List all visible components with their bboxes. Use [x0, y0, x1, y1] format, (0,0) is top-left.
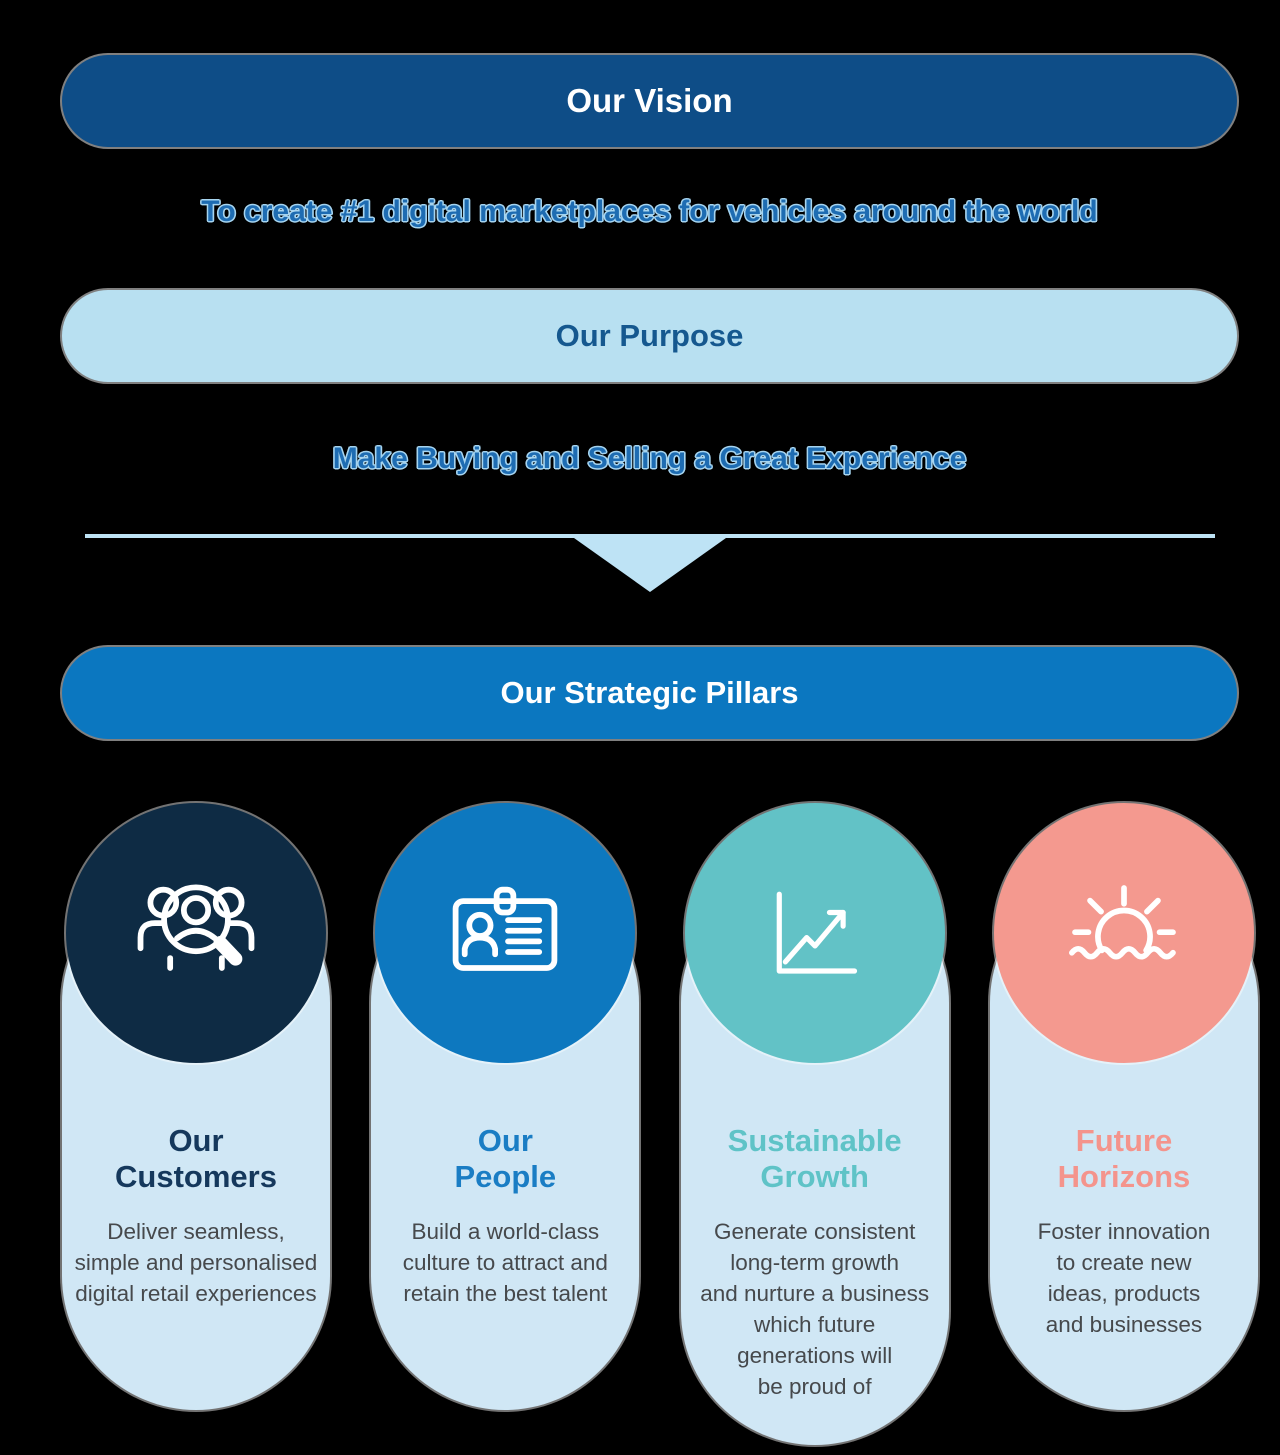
customers-search-icon	[137, 884, 255, 971]
pillar-card-our-people: Our People Build a world-class culture t…	[371, 803, 640, 1410]
pillar-cards-row: Our Customers Deliver seamless, simple a…	[62, 803, 1258, 1445]
vision-banner-label: Our Vision	[566, 82, 733, 119]
vision-banner: Our Vision	[62, 55, 1237, 147]
pillar-card-future-horizons: Future Horizons Foster innovation to cre…	[989, 803, 1258, 1410]
pillar-card-our-customers: Our Customers Deliver seamless, simple a…	[62, 803, 330, 1410]
vision-statement: To create #1 digital marketplaces for ve…	[201, 195, 1098, 228]
strategic-pillars-banner-label: Our Strategic Pillars	[500, 675, 799, 710]
customers-circle	[66, 803, 326, 1063]
pillar-title: Our Customers	[115, 1123, 277, 1195]
id-badge-icon	[453, 886, 558, 971]
sunrise-icon	[1069, 885, 1176, 960]
strategic-pillars-banner: Our Strategic Pillars	[62, 647, 1237, 739]
pillar-description: Foster innovation to create new ideas, p…	[1037, 1218, 1211, 1337]
down-arrow-icon	[573, 538, 726, 592]
growth-chart-icon	[776, 891, 857, 974]
strategy-diagram: Our Vision To create #1 digital marketpl…	[62, 0, 1258, 1445]
pillar-description: Deliver seamless, simple and personalise…	[74, 1218, 318, 1306]
pillar-title: Sustainable Growth	[727, 1123, 902, 1195]
pillar-card-sustainable-growth: Sustainable Growth Generate consistent l…	[680, 803, 949, 1445]
pillar-description: Generate consistent long-term growth and…	[700, 1218, 930, 1399]
purpose-banner-label: Our Purpose	[555, 318, 744, 353]
pillar-description: Build a world-class culture to attract a…	[402, 1218, 608, 1306]
purpose-statement: Make Buying and Selling a Great Experien…	[332, 442, 967, 475]
divider-line	[85, 534, 1215, 538]
growth-circle	[684, 803, 945, 1063]
horizons-circle	[993, 803, 1254, 1063]
pillar-title: Our People	[454, 1123, 557, 1195]
purpose-banner: Our Purpose	[62, 290, 1237, 382]
pillar-title: Future Horizons	[1057, 1123, 1191, 1195]
people-circle	[375, 803, 636, 1063]
